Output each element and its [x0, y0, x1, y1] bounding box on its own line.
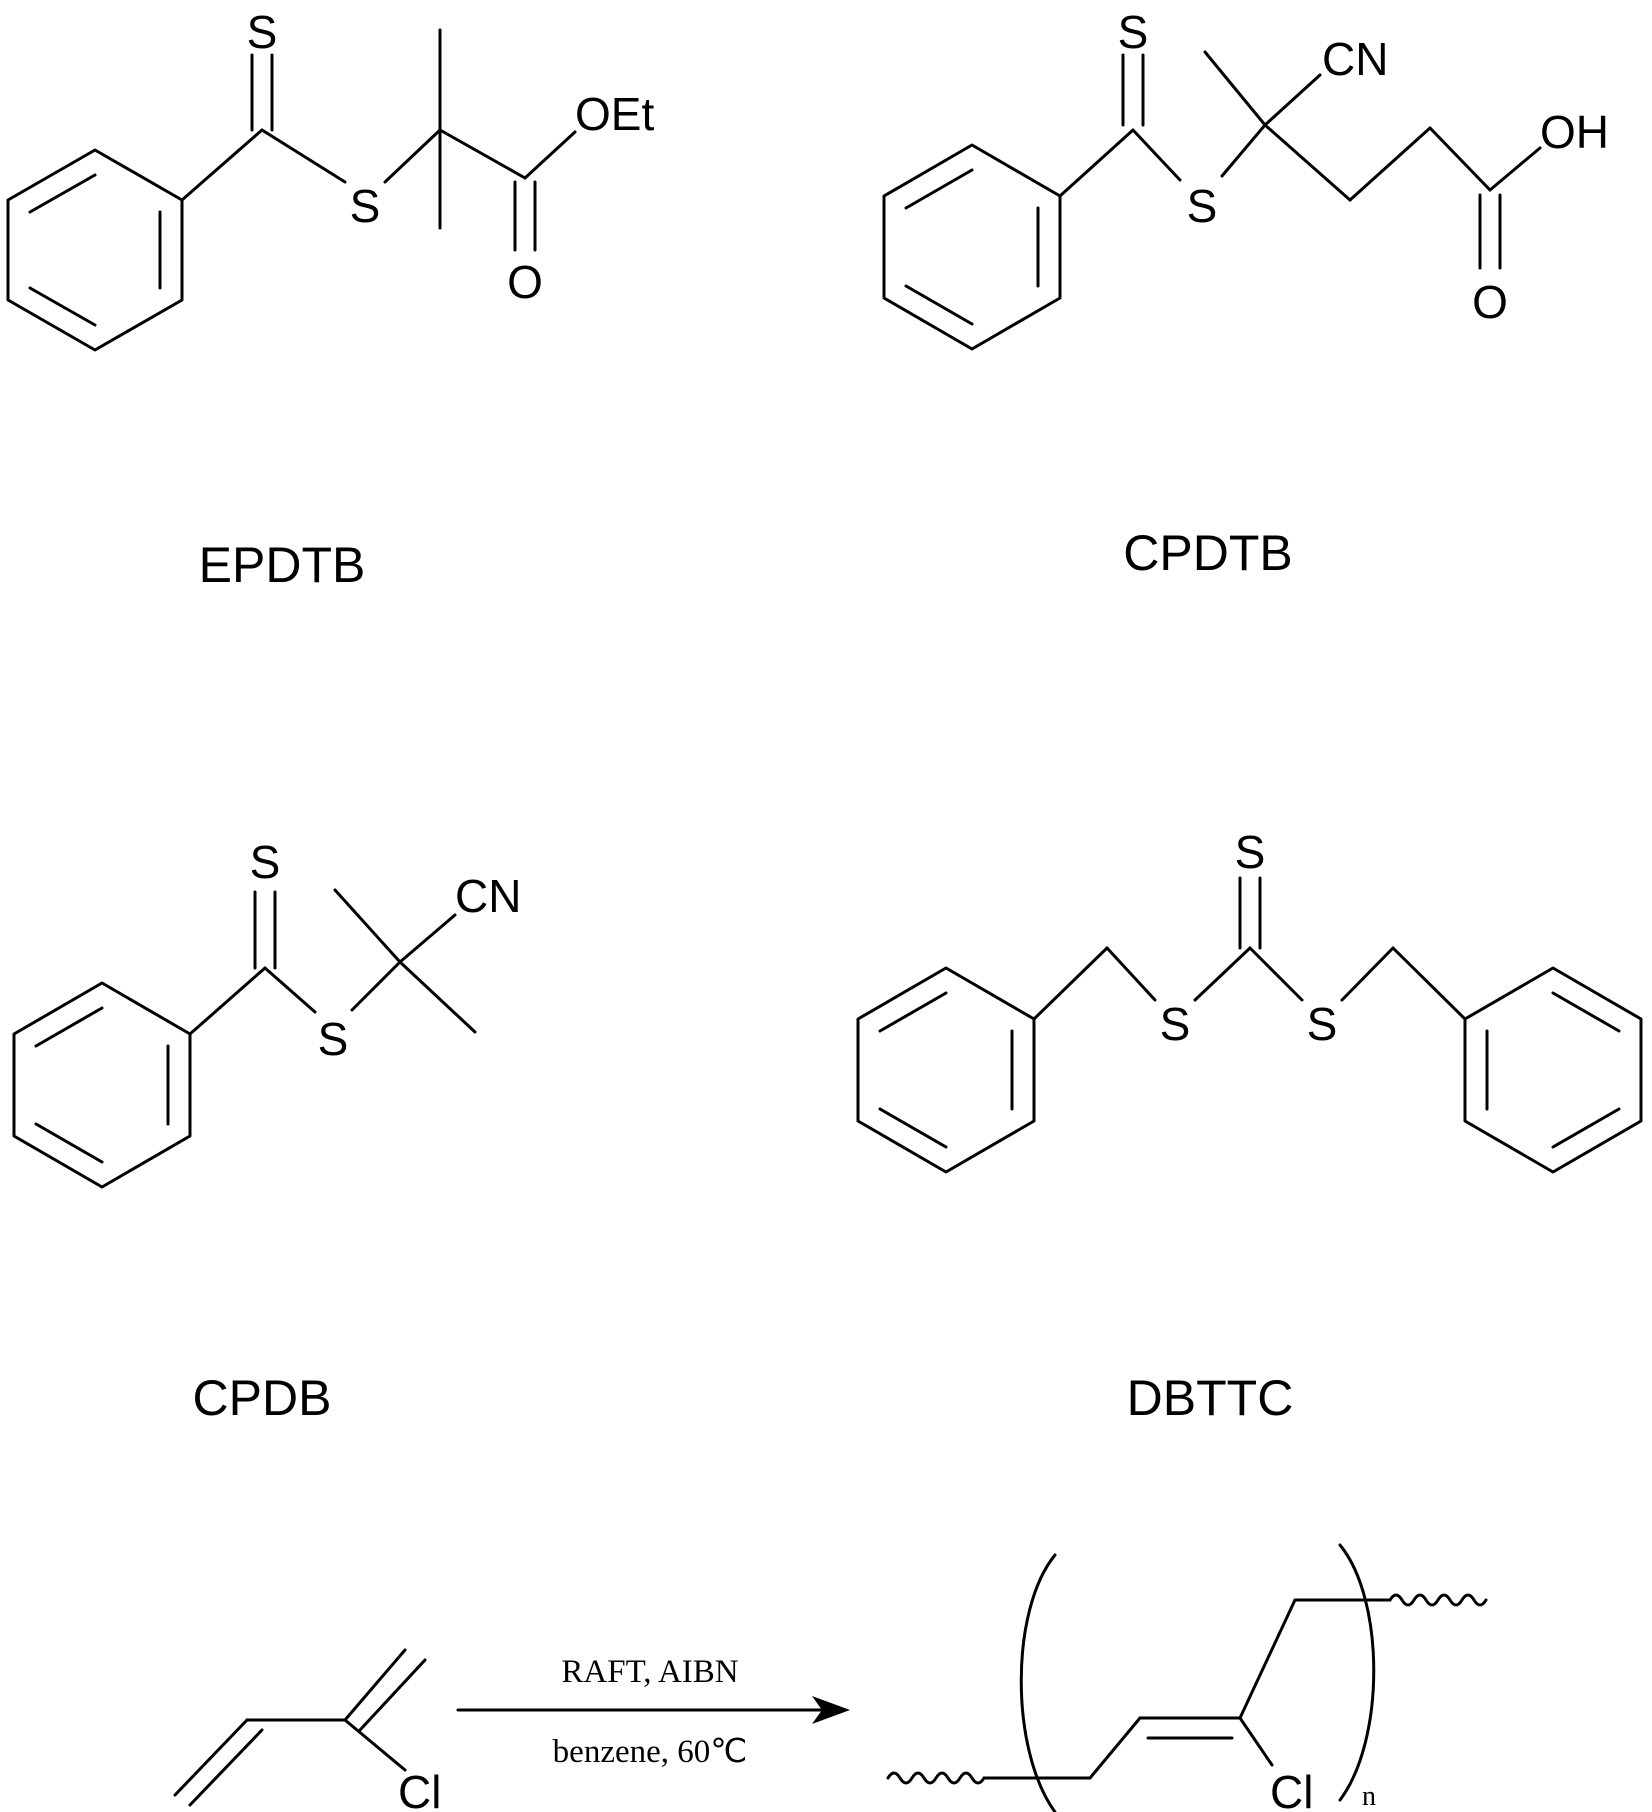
wavy-end-left [886, 1771, 986, 1785]
benzene-ring [12, 981, 192, 1189]
nitrile-label: CN [455, 870, 521, 922]
left-sulfur-label: S [1160, 998, 1191, 1050]
compound-label-cpdtb: CPDTB [1123, 525, 1292, 581]
structure-cpdtb: S S CN OH O CPDTB [882, 6, 1609, 581]
repeat-bracket-right [1338, 1543, 1376, 1802]
thioether-sulfur-label: S [1187, 180, 1218, 232]
conditions-reagents: RAFT, AIBN [561, 1654, 738, 1690]
wavy-end-right [1388, 1593, 1488, 1607]
thioether-sulfur-label: S [350, 180, 381, 232]
structure-epdtb: S S OEt O EPDTB [6, 6, 654, 593]
repeat-bracket-left [1019, 1553, 1057, 1812]
reactant-chloroprene: Cl [173, 1648, 441, 1812]
chlorine-label: Cl [398, 1766, 441, 1812]
product-polychloroprene: Cl n [886, 1543, 1488, 1812]
compound-label-dbttc: DBTTC [1127, 1370, 1294, 1426]
carbonyl-oxygen-label: O [507, 256, 543, 308]
nitrile-label: CN [1322, 33, 1388, 85]
thione-sulfur-label: S [1235, 826, 1266, 878]
thioether-sulfur-label: S [318, 1013, 349, 1065]
hydroxyl-label: OH [1540, 106, 1609, 158]
structure-cpdb: S S CN CPDB [12, 836, 521, 1426]
compound-label-epdtb: EPDTB [199, 537, 366, 593]
chlorine-label: Cl [1270, 1766, 1313, 1812]
carbonyl-oxygen-label: O [1472, 276, 1508, 328]
reaction-arrow [456, 1696, 850, 1724]
ethoxy-label: OEt [575, 88, 654, 140]
benzene-ring [882, 143, 1062, 351]
right-sulfur-label: S [1307, 998, 1338, 1050]
benzene-ring-left [856, 966, 1036, 1174]
benzene-ring [6, 148, 184, 352]
repeat-unit-subscript: n [1362, 1781, 1376, 1812]
thione-sulfur-label: S [247, 6, 278, 58]
compound-label-cpdb: CPDB [193, 1370, 332, 1426]
benzene-ring-right [1463, 966, 1643, 1174]
thione-sulfur-label: S [250, 836, 281, 888]
thione-sulfur-label: S [1118, 6, 1149, 58]
conditions-solvent-temperature: benzene, 60℃ [553, 1734, 748, 1770]
structure-dbttc: S S S DBTTC [856, 826, 1643, 1426]
